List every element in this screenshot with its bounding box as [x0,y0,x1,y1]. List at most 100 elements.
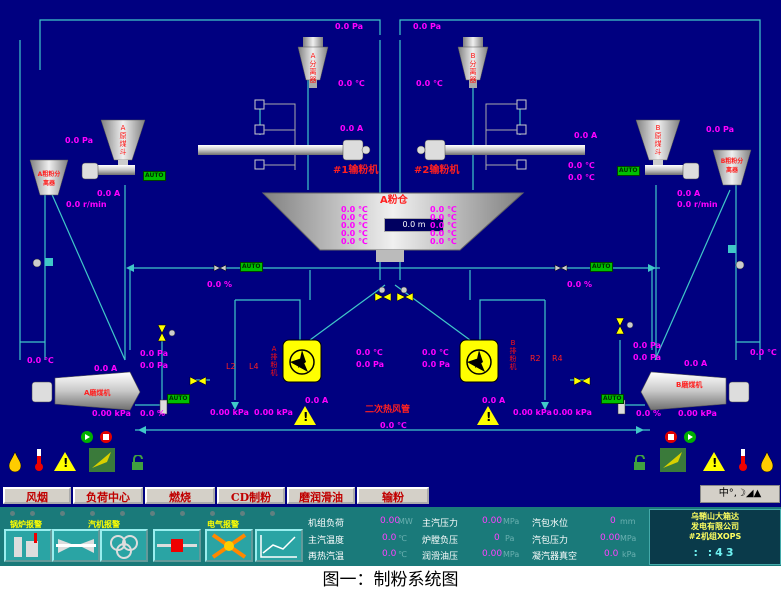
bin-temp-left-1: 0.0 ℃ [341,205,368,214]
nav-tab-combustion[interactable]: 燃烧 [145,487,215,504]
reheat-temp-value: 0.0 [382,549,397,559]
mill-a-inlet-temp: 0.0 ℃ [27,356,54,365]
furnace-pressure-value: 0 [494,533,500,543]
lube-oil-pressure-value: 0.00 [482,549,503,559]
boiler-alarm-button[interactable] [4,529,52,562]
separator-b-temp: 0.0 ℃ [416,79,443,88]
indicator-dot [240,511,245,516]
auto-damper-b[interactable]: AUTO [590,262,613,272]
flame-icon[interactable] [660,448,686,472]
feeder2-temp1: 0.0 ℃ [568,161,595,170]
plant-name-line2: 发电有限公司 [691,522,739,531]
main-steam-temp-label: 主汽温度 [308,536,345,546]
label-l2: L2 [226,362,236,371]
separator-a-temp: 0.0 ℃ [338,79,365,88]
mill-a-pct: 0.0 % [140,409,165,418]
turbine-alarm-button[interactable] [52,529,100,562]
feeder-a-current: 0.0 A [97,189,121,198]
coal-a-pressure: 0.0 Pa [65,136,94,145]
auto-mill-a[interactable]: AUTO [167,394,190,404]
auto-feeder-b[interactable]: AUTO [617,166,640,176]
bin-temp-left-5: 0.0 ℃ [341,237,368,246]
bin-temp-right-3: 0.0 ℃ [430,221,457,230]
lube-oil-pressure-unit: MPa [503,550,520,559]
auto-feeder-a[interactable]: AUTO [143,171,166,181]
condenser-vacuum-value: 0.0 [604,549,619,559]
warning-icon[interactable]: ! [294,406,316,425]
bin-temp-right-1: 0.0 ℃ [430,205,457,214]
indicator-dot [120,511,125,516]
warning-icon[interactable]: ! [703,452,725,471]
auto-damper-a[interactable]: AUTO [240,262,263,272]
condenser-vacuum-label: 凝汽器真空 [532,552,578,562]
clock: : :43 [693,546,737,559]
stop-play-icons[interactable] [664,430,704,444]
plant-name-line1: 乌鞘山大箱达 [691,512,739,521]
ime-toolbar[interactable]: 中°,☽◢▲ [700,485,780,503]
mill-b-name: B磨煤机 [676,381,703,389]
main-steam-pressure-value: 0.00 [482,516,503,526]
warning-icon[interactable]: ! [477,406,499,425]
nav-tab-load-center[interactable]: 负荷中心 [73,487,143,504]
feeder-b-current: 0.0 A [677,189,701,198]
trend-button[interactable] [255,529,303,562]
fan-a-pressure: 0.0 Pa [356,360,385,369]
indicator-dot [150,511,155,516]
top-left-pressure: 0.0 Pa [335,22,364,31]
nav-tab-cd-pulverizing[interactable]: CD制粉 [217,487,285,504]
mill-b-inlet-temp: 0.0 ℃ [750,348,777,357]
fan-b-label: B排粉机 [509,339,517,371]
condenser-vacuum-unit: kPa [622,550,636,559]
label-r4: R4 [552,354,563,363]
bin-temp-left-2: 0.0 ℃ [341,213,368,222]
mill-a-pressure2: 0.0 Pa [140,361,169,370]
thermometer-icon[interactable] [34,448,44,472]
oil-drop-icon[interactable] [8,450,22,472]
mill-a-kpa: 0.00 kPa [92,409,131,418]
electrical-alarm-button[interactable] [205,529,253,562]
drum-level-value: 0 [610,516,616,526]
thermometer-icon[interactable] [738,448,748,472]
lock-icon[interactable] [130,455,148,471]
screen: 0.0 Pa 0.0 Pa A分离器 B分离器 0.0 ℃ 0.0 ℃ 0.0 … [0,0,781,566]
indicator-dot [60,511,65,516]
feeder2-current: 0.0 A [574,131,598,140]
label-r2: R2 [530,354,541,363]
reheat-temp-label: 再热汽温 [308,552,345,562]
warning-icon[interactable]: ! [54,452,76,471]
fan-a-kpa1: 0.00 kPa [210,408,249,417]
nav-tab-fan-flue[interactable]: 风烟 [3,487,71,504]
electrical-alarm-title: 电气报警 [207,520,239,529]
breaker-alarm-button[interactable] [153,529,201,562]
mill-b-pressure2: 0.0 Pa [633,353,662,362]
feeder2-name: #2输粉机 [414,165,460,176]
drum-pressure-value: 0.00 [600,533,621,543]
fan-a-kpa2: 0.00 kPa [254,408,293,417]
nav-tab-mill-lube-oil[interactable]: 磨润滑油 [287,487,355,504]
mill-b-kpa: 0.00 kPa [678,409,717,418]
feeder2-temp2: 0.0 ℃ [568,173,595,182]
bin-temp-right-5: 0.0 ℃ [430,237,457,246]
feeder-a-speed: 0.0 r/min [66,200,107,209]
figure-caption: 图一：制粉系统图 [322,570,459,590]
generator-alarm-button[interactable] [100,529,148,562]
fan-b-kpa1: 0.00 kPa [513,408,552,417]
drum-level-unit: mm [620,517,636,526]
oil-drop-icon[interactable] [760,450,774,472]
furnace-pressure-unit: Pa [505,534,515,543]
auto-mill-b[interactable]: AUTO [601,394,624,404]
drum-pressure-label: 汽包压力 [532,536,569,546]
trend-icon [260,535,297,558]
play-stop-icons[interactable] [80,430,120,444]
breaker-icon [157,539,197,552]
furnace-pressure-label: 炉膛负压 [422,536,459,546]
coal-bin-level: 0.0 m [384,218,444,232]
drum-level-label: 汽包水位 [532,519,569,529]
damper-b-pct: 0.0 % [567,280,592,289]
fan-b-pressure: 0.0 Pa [422,360,451,369]
flame-icon[interactable] [89,448,115,472]
indicator-dot [10,511,15,516]
boiler-alarm-title: 锅炉报警 [10,520,42,529]
lock-icon[interactable] [632,455,650,471]
nav-tab-powder-transfer[interactable]: 输粉 [357,487,429,504]
